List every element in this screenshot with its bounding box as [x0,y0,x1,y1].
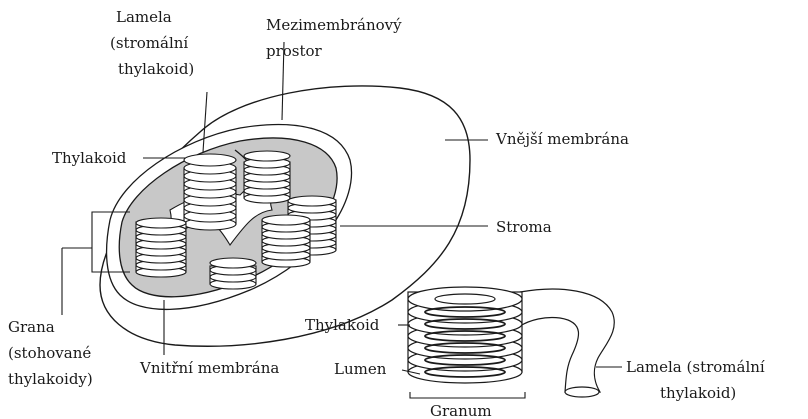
label-lamela-top-3: thylakoid) [118,60,194,78]
granum-stack-e [136,218,186,277]
granum-stack-f [210,258,256,289]
label-lumen: Lumen [334,360,387,378]
granum-stack-b [244,151,290,203]
granum-stack-d [262,215,310,267]
granum-stack-a [184,154,236,230]
label-granum: Granum [430,402,492,419]
label-lamela-top-2: (stromální [110,34,188,52]
label-stroma: Stroma [496,218,552,236]
label-lamela-detail-2: thylakoid) [660,384,736,402]
label-intermembrane-1: Mezimembránový [266,16,402,34]
label-grana-3: thylakoidy) [8,370,93,388]
label-lamela-detail-1: Lamela (stromální [626,358,765,376]
label-grana-1: Grana [8,318,55,336]
label-thylakoid-left: Thylakoid [52,149,127,167]
label-intermembrane-2: prostor [266,42,323,60]
label-thylakoid-detail: Thylakoid [305,316,380,334]
label-grana-2: (stohované [8,344,91,362]
granum-detail [408,287,614,397]
label-outer-membrane: Vnější membrána [495,130,629,148]
label-lamela-top-1: Lamela [116,8,172,26]
label-inner-membrane: Vnitřní membrána [139,359,279,377]
